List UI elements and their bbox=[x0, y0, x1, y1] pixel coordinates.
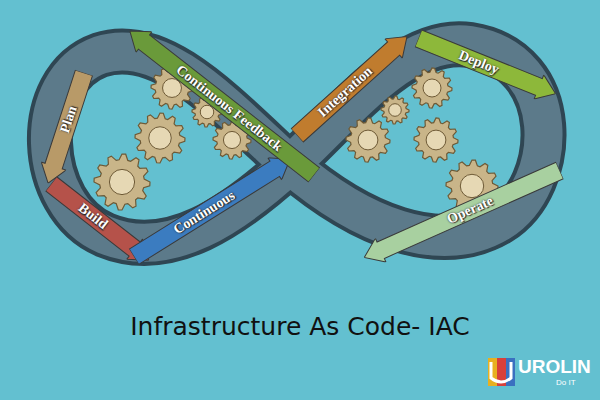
logo-text: UROLIN bbox=[518, 356, 591, 378]
gear bbox=[381, 96, 409, 124]
gear-hub bbox=[109, 169, 134, 194]
arrow-body bbox=[127, 148, 297, 268]
gear-group bbox=[94, 67, 498, 212]
arrow-body bbox=[36, 69, 97, 187]
stage-label: Continuous Feedback bbox=[122, 21, 322, 186]
arrow-body bbox=[288, 27, 415, 145]
logo-tagline: Do IT bbox=[556, 378, 576, 387]
gear-hub bbox=[149, 127, 172, 150]
gear-hub bbox=[389, 104, 402, 117]
gear bbox=[412, 68, 452, 108]
gear-hub bbox=[223, 131, 240, 148]
gear-hub bbox=[423, 79, 441, 97]
arrow-stage: Continuous Feedback bbox=[122, 21, 322, 186]
gear bbox=[414, 118, 458, 162]
gear bbox=[94, 154, 150, 210]
gear-hub bbox=[426, 130, 446, 150]
logo-icon bbox=[488, 358, 515, 386]
gear bbox=[346, 118, 390, 162]
arrow-body bbox=[122, 21, 322, 186]
gear bbox=[135, 113, 185, 163]
arrow-body bbox=[414, 26, 561, 106]
gear-hub bbox=[358, 130, 378, 150]
diagram-title: Infrastructure As Code- IAC bbox=[0, 312, 600, 341]
arrow-body bbox=[359, 159, 565, 270]
